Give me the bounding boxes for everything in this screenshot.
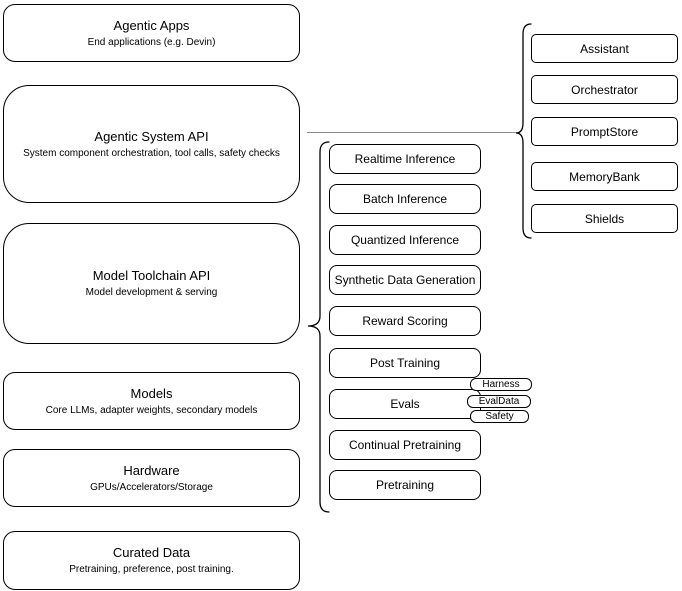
node-models: Models Core LLMs, adapter weights, secon… (3, 372, 300, 430)
component-label: Shields (584, 211, 625, 226)
node-models-title: Models (130, 385, 173, 401)
evals-tag-label: EvalData (478, 396, 520, 407)
node-agentic-apps: Agentic Apps End applications (e.g. Devi… (3, 4, 300, 62)
evals-tag-label: Harness (482, 379, 520, 390)
component-label: PromptStore (570, 124, 639, 139)
node-hardware: Hardware GPUs/Accelerators/Storage (3, 449, 300, 507)
evals-tag-harness: Harness (470, 378, 532, 391)
toolchain-item-label: Evals (390, 397, 420, 411)
node-model-toolchain-api-title: Model Toolchain API (92, 268, 211, 283)
toolchain-item-synthetic-data-generation: Synthetic Data Generation (329, 265, 481, 295)
toolchain-item-label: Realtime Inference (354, 152, 456, 166)
node-agentic-apps-title: Agentic Apps (113, 17, 190, 33)
connector-line-system-api-to-components (307, 132, 516, 133)
toolchain-item-reward-scoring: Reward Scoring (329, 306, 481, 336)
node-model-toolchain-api-subtitle: Model development & serving (85, 287, 218, 298)
curly-brace-toolchain-icon (306, 140, 332, 514)
component-label: MemoryBank (569, 169, 640, 184)
evals-tag-label: Safety (485, 411, 514, 422)
component-label: Orchestrator (571, 82, 638, 97)
toolchain-item-quantized-inference: Quantized Inference (329, 225, 481, 255)
toolchain-item-evals: Evals (329, 389, 481, 419)
node-hardware-title: Hardware (123, 462, 180, 478)
component-shields: Shields (531, 204, 678, 233)
evals-tag-evaldata: EvalData (467, 395, 531, 408)
component-label: Assistant (580, 41, 629, 56)
toolchain-item-continual-pretraining: Continual Pretraining (329, 430, 481, 460)
node-agentic-system-api: Agentic System API System component orch… (3, 85, 300, 203)
component-orchestrator: Orchestrator (531, 75, 678, 104)
toolchain-item-label: Post Training (369, 356, 441, 370)
toolchain-item-post-training: Post Training (329, 348, 481, 378)
node-agentic-system-api-subtitle: System component orchestration, tool cal… (23, 147, 280, 159)
node-models-subtitle: Core LLMs, adapter weights, secondary mo… (45, 404, 258, 416)
toolchain-item-label: Quantized Inference (350, 233, 460, 247)
component-memorybank: MemoryBank (531, 162, 678, 191)
toolchain-item-label: Continual Pretraining (348, 438, 462, 452)
node-curated-data: Curated Data Pretraining, preference, po… (3, 531, 300, 590)
node-agentic-apps-subtitle: End applications (e.g. Devin) (87, 36, 216, 48)
node-hardware-subtitle: GPUs/Accelerators/Storage (90, 481, 213, 493)
toolchain-item-pretraining: Pretraining (329, 470, 481, 500)
component-promptstore: PromptStore (531, 117, 678, 146)
toolchain-item-label: Batch Inference (362, 192, 448, 206)
node-curated-data-title: Curated Data (112, 545, 191, 560)
node-model-toolchain-api: Model Toolchain API Model development & … (3, 223, 300, 344)
toolchain-item-label: Pretraining (375, 478, 435, 492)
toolchain-item-batch-inference: Batch Inference (329, 184, 481, 214)
component-assistant: Assistant (531, 34, 678, 63)
toolchain-item-label: Synthetic Data Generation (334, 273, 476, 287)
toolchain-item-realtime-inference: Realtime Inference (329, 144, 481, 174)
toolchain-item-label: Reward Scoring (362, 314, 448, 328)
curly-brace-components-icon (514, 22, 534, 240)
node-agentic-system-api-title: Agentic System API (94, 128, 209, 144)
node-curated-data-subtitle: Pretraining, preference, post training. (69, 564, 234, 575)
evals-tag-safety: Safety (470, 410, 529, 423)
